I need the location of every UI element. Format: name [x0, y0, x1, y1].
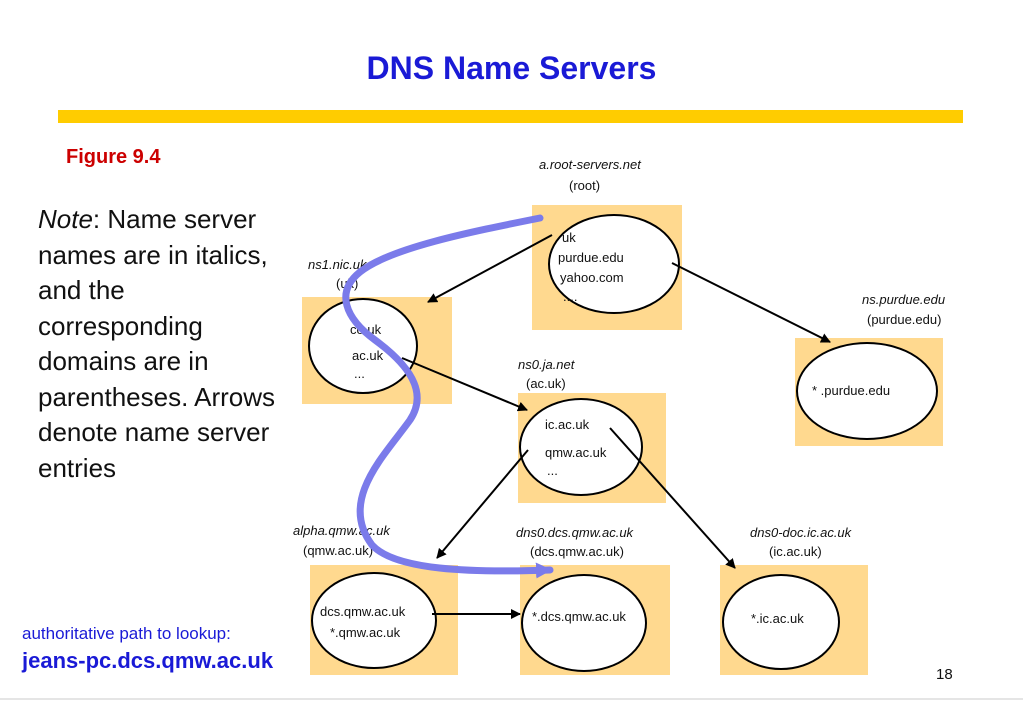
ns1-server-bubble	[308, 298, 418, 394]
ns0-entry-qmw: qmw.ac.uk	[545, 445, 607, 460]
footer-divider	[0, 698, 1023, 700]
arrow-qmw-to-alpha	[436, 449, 529, 559]
icdoc-server-name: dns0-doc.ic.ac.uk	[750, 525, 852, 540]
icdoc-server-bubble	[722, 574, 840, 670]
root-server-domain: (root)	[569, 178, 601, 193]
note-italic-word: Note	[38, 204, 93, 234]
purdue-server-name: ns.purdue.edu	[862, 292, 946, 307]
lookup-path	[342, 214, 554, 579]
alpha-entry-dcs: dcs.qmw.ac.uk	[320, 604, 406, 619]
root-server-bubble	[548, 214, 680, 314]
purdue-server-domain: (purdue.edu)	[867, 312, 942, 327]
page-title: DNS Name Servers	[366, 50, 657, 86]
purdue-server-bubble	[796, 342, 938, 440]
root-entry-uk: uk	[562, 230, 576, 245]
root-entry-more: ....	[563, 289, 578, 304]
dcs-entry-wildcard: *.dcs.qmw.ac.uk	[532, 609, 626, 624]
dcs-server-bubble	[521, 574, 647, 672]
root-entry-purdue: purdue.edu	[558, 250, 624, 265]
ns1-entry-ac-uk: ac.uk	[352, 348, 384, 363]
dcs-server-name: dns0.dcs.qmw.ac.uk	[516, 525, 634, 540]
ns0-entry-ic: ic.ac.uk	[545, 417, 590, 432]
dcs-server-domain: (dcs.qmw.ac.uk)	[530, 544, 624, 559]
title-underline	[58, 110, 963, 123]
arrow-purdue-to-ns-purdue	[671, 262, 831, 343]
root-server-name: a.root-servers.net	[539, 157, 641, 172]
ns0-server-domain: (ac.uk)	[526, 376, 566, 391]
alpha-server-domain: (qmw.ac.uk)	[303, 543, 374, 558]
arrow-ic-to-icdoc	[609, 427, 736, 569]
authoritative-path-label: authoritative path to lookup:	[22, 624, 231, 643]
lookup-hostname: jeans-pc.dcs.qmw.ac.uk	[22, 648, 274, 673]
note-text: Note: Name server names are in italics, …	[38, 202, 278, 486]
root-entry-yahoo: yahoo.com	[560, 270, 624, 285]
ns0-entry-more: ...	[547, 463, 558, 478]
alpha-entry-wildcard: *.qmw.ac.uk	[330, 625, 401, 640]
figure-label: Figure 9.4	[66, 146, 161, 168]
icdoc-server-domain: (ic.ac.uk)	[769, 544, 822, 559]
arrow-acuk-to-ns0	[401, 357, 528, 412]
purdue-entry-wildcard: * .purdue.edu	[812, 383, 891, 398]
alpha-server-bubble	[311, 572, 437, 669]
ns1-server-name: ns1.nic.uk	[308, 257, 367, 272]
icdoc-entry-wildcard: *.ic.ac.uk	[751, 611, 804, 626]
arrow-uk-to-ns1	[427, 234, 553, 303]
ns1-entry-more: ...	[354, 366, 365, 381]
page-number: 18	[936, 666, 953, 683]
ns0-server-name: ns0.ja.net	[518, 357, 575, 372]
note-body: : Name server names are in italics, and …	[38, 204, 276, 483]
ns0-server-bubble	[519, 398, 643, 496]
